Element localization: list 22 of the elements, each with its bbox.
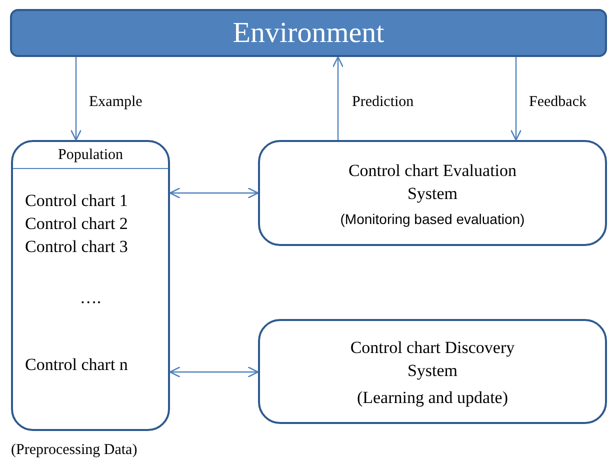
- box-subtitle: (Monitoring based evaluation): [340, 211, 525, 227]
- section-header: Population: [13, 142, 168, 169]
- banner: [10, 9, 607, 57]
- list-box: [11, 140, 170, 431]
- process-box: [258, 319, 607, 424]
- arrow: [169, 187, 259, 199]
- arrow: [169, 366, 259, 378]
- process-box: [258, 140, 607, 246]
- arrow: [510, 57, 522, 141]
- arrow: [332, 56, 344, 140]
- edge-label: Example: [89, 94, 142, 111]
- box-title: Control chart Evaluation System: [347, 160, 518, 205]
- arrow: [70, 57, 82, 141]
- list-item: Control chart 1: [25, 190, 128, 212]
- list-item: Control chart 2: [25, 213, 128, 235]
- list-item: Control chart 3: [25, 236, 128, 258]
- box-title: Control chart Discovery System: [349, 336, 516, 382]
- list-item: Control chart n: [25, 354, 128, 376]
- ellipsis: ….: [80, 287, 102, 309]
- node-label: (Preprocessing Data): [11, 442, 138, 459]
- box-subtitle: (Learning and update): [356, 388, 508, 408]
- title-text: Environment: [232, 16, 384, 50]
